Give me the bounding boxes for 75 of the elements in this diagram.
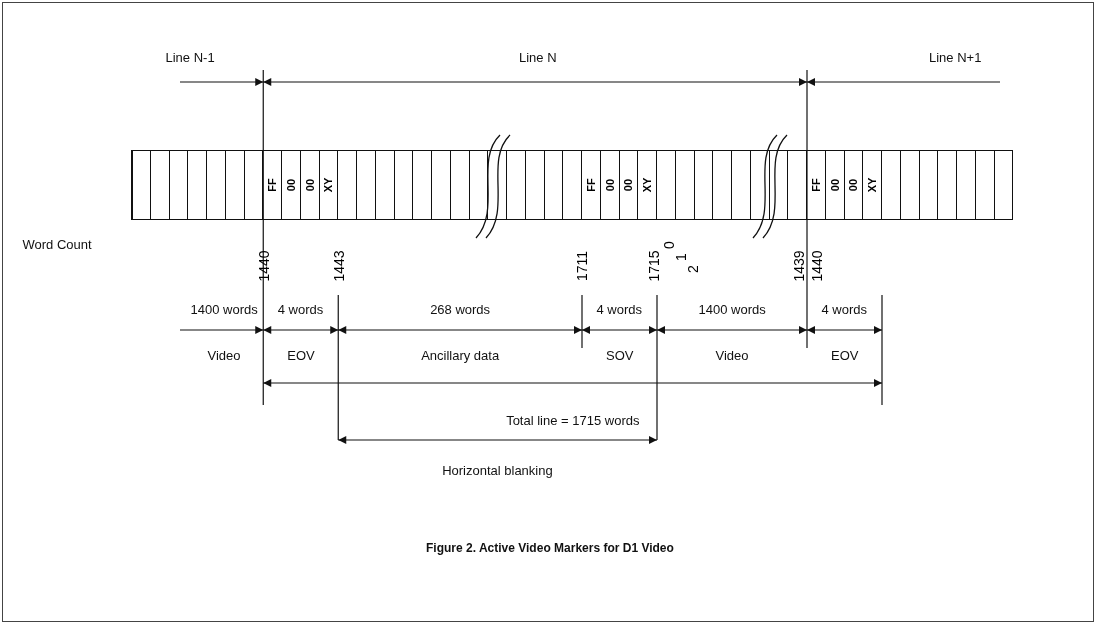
word-count-number: 1440 bbox=[808, 250, 825, 282]
line-label: Line N bbox=[519, 49, 557, 65]
empty-word-cell bbox=[544, 150, 564, 220]
span-name: EOV bbox=[831, 347, 859, 363]
span-length: 4 words bbox=[821, 301, 868, 317]
empty-word-cell bbox=[225, 150, 245, 220]
word-count-number: 1439 bbox=[790, 250, 807, 282]
empty-word-cell bbox=[507, 150, 526, 220]
empty-word-cell bbox=[394, 150, 414, 220]
empty-word-cell bbox=[788, 150, 807, 220]
word-cell: 00 bbox=[282, 150, 301, 220]
empty-word-cell bbox=[132, 150, 151, 220]
span-name: Total line = 1715 words bbox=[506, 412, 640, 428]
word-cell: 00 bbox=[825, 150, 845, 220]
empty-word-cell bbox=[657, 150, 676, 220]
span-name: Horizontal blanking bbox=[442, 462, 553, 478]
word-count-number: 1440 bbox=[255, 250, 272, 282]
empty-word-cell bbox=[488, 150, 507, 220]
word-cell: XY bbox=[638, 150, 657, 220]
empty-word-cell bbox=[957, 150, 976, 220]
word-cell: XY bbox=[863, 150, 882, 220]
word-count-number: 1711 bbox=[574, 250, 591, 282]
empty-word-cell bbox=[357, 150, 376, 220]
span-length: 4 words bbox=[277, 301, 324, 317]
word-cell: 00 bbox=[300, 150, 320, 220]
empty-word-cell bbox=[938, 150, 957, 220]
word-count-number: 1715 bbox=[645, 250, 662, 282]
axis-label: Word Count bbox=[22, 236, 92, 252]
span-length: 1400 words bbox=[698, 301, 766, 317]
word-cell: FF bbox=[263, 150, 282, 220]
span-length: 268 words bbox=[430, 301, 491, 317]
word-cell: XY bbox=[319, 150, 339, 220]
span-length: 4 words bbox=[596, 301, 643, 317]
empty-word-cell bbox=[750, 150, 770, 220]
empty-word-cell bbox=[525, 150, 545, 220]
empty-word-cell bbox=[882, 150, 901, 220]
empty-word-cell bbox=[732, 150, 751, 220]
line-label: Line N-1 bbox=[165, 49, 215, 65]
empty-word-cell bbox=[694, 150, 714, 220]
empty-word-cell bbox=[413, 150, 432, 220]
line-label: Line N+1 bbox=[929, 49, 982, 65]
empty-word-cell bbox=[169, 150, 189, 220]
word-cell: 00 bbox=[844, 150, 864, 220]
word-cell: 00 bbox=[619, 150, 639, 220]
empty-word-cell bbox=[975, 150, 995, 220]
word-cell: 00 bbox=[600, 150, 620, 220]
empty-word-cell bbox=[207, 150, 226, 220]
empty-word-cell bbox=[769, 150, 789, 220]
word-count-number: 1 bbox=[672, 253, 689, 261]
word-count-number: 0 bbox=[660, 241, 677, 249]
empty-word-cell bbox=[450, 150, 470, 220]
empty-word-cell bbox=[563, 150, 582, 220]
span-name: SOV bbox=[606, 347, 634, 363]
empty-word-cell bbox=[338, 150, 357, 220]
figure-caption: Figure 2. Active Video Markers for D1 Video bbox=[426, 541, 674, 555]
word-cell: FF bbox=[582, 150, 601, 220]
empty-word-cell bbox=[375, 150, 395, 220]
empty-word-cell bbox=[150, 150, 170, 220]
word-count-number: 2 bbox=[684, 265, 701, 273]
empty-word-cell bbox=[713, 150, 732, 220]
span-name: Ancillary data bbox=[421, 347, 500, 363]
span-name: Video bbox=[715, 347, 749, 363]
empty-word-cell bbox=[469, 150, 489, 220]
span-name: Video bbox=[207, 347, 241, 363]
span-name: EOV bbox=[287, 347, 315, 363]
word-count-number: 1443 bbox=[330, 250, 347, 282]
empty-word-cell bbox=[432, 150, 451, 220]
empty-word-cell bbox=[919, 150, 939, 220]
empty-word-cell bbox=[188, 150, 207, 220]
empty-word-cell bbox=[994, 150, 1014, 220]
empty-word-cell bbox=[900, 150, 920, 220]
word-cell: FF bbox=[807, 150, 826, 220]
empty-word-cell bbox=[675, 150, 695, 220]
empty-word-cell bbox=[244, 150, 264, 220]
span-length: 1400 words bbox=[190, 301, 258, 317]
